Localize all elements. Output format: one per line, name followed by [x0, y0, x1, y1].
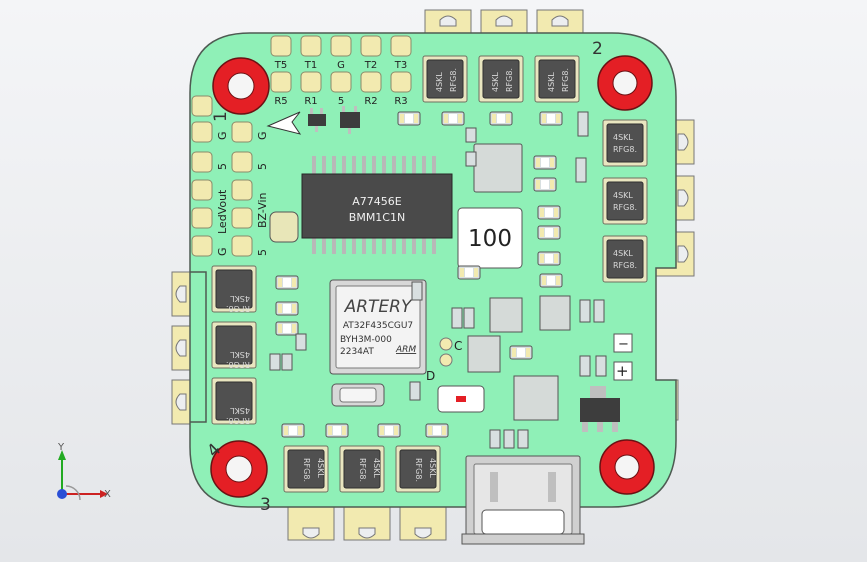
boot-button — [437, 385, 485, 413]
pad-label-r1: R1 — [304, 96, 317, 107]
side-label-g1: G — [216, 131, 229, 140]
side-label-5v1: 5 — [216, 163, 229, 170]
orientation-arrow-icon — [266, 111, 302, 135]
mosfet-text-e2: RFG8. — [613, 203, 637, 212]
mcu-logo: ARTERY — [344, 297, 413, 317]
mcu-chip: ARTERY AT32F435CGU7 BYH3M-000 2234AT ARM — [329, 279, 427, 375]
mosfet-text-c2: RFG8. — [561, 68, 570, 92]
lower-pad-labels: R5 R1 5 R2 R3 — [274, 96, 407, 107]
mosfet-text-j2: RFG8. — [226, 304, 250, 313]
mosfet-text-f2: RFG8. — [613, 261, 637, 270]
mosfet-text-b2: RFG8. — [505, 68, 514, 92]
corner-number-1: 1 — [211, 111, 231, 122]
small-transistors — [308, 106, 360, 134]
mosfet-text-g1: 4SKL — [316, 458, 325, 478]
mosfet-left-column — [211, 265, 257, 425]
mcu-date: 2234AT — [340, 347, 374, 357]
pad-label-5v: 5 — [338, 96, 344, 107]
mosfet-text-c1: 4SKL — [547, 72, 556, 92]
crystal-oscillator — [331, 383, 385, 407]
power-inductor: 100 — [457, 207, 523, 269]
mosfet-markings: 4SKL RFG8. 4SKL RFG8. 4SKL RFG8. 4SKL RF… — [226, 68, 637, 482]
side-label-g3: G — [216, 247, 229, 256]
side-label-5v3: 5 — [256, 249, 269, 256]
mosfet-text-l2: RFG8. — [226, 416, 250, 425]
pad-label-g: G — [337, 60, 345, 71]
left-side-labels: G G 5 5 LedVout BZ-Vin G 5 — [216, 131, 269, 256]
driver-chip-line2: BMM1C1N — [349, 211, 405, 224]
resistor-arrays — [269, 111, 607, 449]
pad-label-r5: R5 — [274, 96, 287, 107]
test-points — [439, 337, 453, 367]
label-c: C — [454, 339, 462, 353]
mosfet-text-h2: RFG8. — [358, 458, 367, 482]
pad-label-t1: T1 — [304, 60, 317, 71]
mosfet-text-e1: 4SKL — [613, 191, 633, 200]
driver-chip-line1: A77456E — [352, 195, 402, 208]
regulator-ic — [473, 143, 523, 193]
mosfet-text-k1: 4SKL — [230, 350, 250, 359]
connector-slots — [175, 15, 689, 539]
mosfet-text-d2: RFG8. — [613, 145, 637, 154]
mosfet-text-h1: 4SKL — [372, 458, 381, 478]
side-label-ledvout: LedVout — [216, 189, 229, 234]
side-label-bz-vin: BZ-Vin — [256, 192, 269, 228]
inductor-label: 100 — [468, 226, 512, 252]
pad-label-t2: T2 — [364, 60, 377, 71]
battery-pads — [613, 333, 633, 381]
mosfet-text-k2: RFG8. — [226, 360, 250, 369]
gate-driver-chip: A77456E BMM1C1N — [301, 156, 453, 254]
mcu-part-number: AT32F435CGU7 — [343, 321, 413, 331]
mosfet-text-b1: 4SKL — [491, 72, 500, 92]
ic-blocks — [269, 211, 571, 421]
mosfet-text-d1: 4SKL — [613, 133, 633, 142]
mosfet-text-l1: 4SKL — [230, 406, 250, 415]
label-d: D — [426, 369, 435, 383]
side-label-g2: G — [256, 131, 269, 140]
axis-triad: X Y — [57, 442, 111, 501]
pad-label-r2: R2 — [364, 96, 377, 107]
pad-label-t5: T5 — [274, 60, 287, 71]
pad-label-t3: T3 — [394, 60, 407, 71]
top-pad-labels: T5 T1 G T2 T3 — [274, 60, 407, 71]
mosfet-text-a1: 4SKL — [435, 72, 444, 92]
misc-labels: C D − + — [426, 337, 629, 383]
mcu-arm: ARM — [395, 345, 416, 355]
mosfet-text-i2: RFG8. — [414, 458, 423, 482]
corner-number-3: 3 — [260, 495, 271, 515]
mosfet-text-i1: 4SKL — [428, 458, 437, 478]
label-minus: − — [618, 337, 629, 352]
pad-label-r3: R3 — [394, 96, 407, 107]
axis-label-y: Y — [57, 442, 65, 453]
mosfet-text-a2: RFG8. — [449, 68, 458, 92]
label-plus: + — [616, 362, 629, 380]
mosfet-text-j1: 4SKL — [230, 294, 250, 303]
mosfet-text-g2: RFG8. — [302, 458, 311, 482]
mcu-lot: BYH3M-000 — [340, 335, 392, 345]
mosfet-text-f1: 4SKL — [613, 249, 633, 258]
voltage-regulator — [580, 386, 620, 432]
corner-number-2: 2 — [592, 39, 603, 59]
axis-label-x: X — [104, 489, 111, 500]
usb-connector — [461, 455, 585, 545]
side-label-5v2: 5 — [256, 163, 269, 170]
mounting-holes — [210, 55, 655, 498]
